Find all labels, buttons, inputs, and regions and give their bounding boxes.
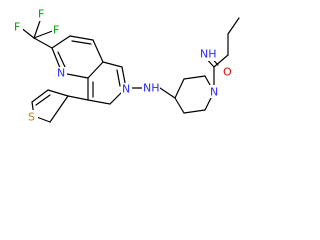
svg-text:N: N (210, 86, 218, 99)
bond (87, 99, 111, 105)
bond (67, 95, 89, 101)
svg-text:N: N (57, 67, 65, 80)
bond (227, 17, 240, 35)
bond (71, 40, 92, 45)
oxygen-atom: O (222, 66, 233, 79)
nitrogen-atom: N (121, 83, 132, 96)
bond (49, 95, 69, 123)
svg-text:O: O (223, 66, 232, 79)
amine-nh: NH (142, 82, 160, 95)
bond (174, 78, 185, 99)
svg-text:F: F (38, 8, 44, 21)
bond (116, 69, 121, 87)
bond (57, 51, 66, 68)
svg-text:NH: NH (200, 48, 217, 61)
bond (31, 89, 49, 103)
svg-text:F: F (14, 21, 20, 34)
bond (102, 61, 123, 68)
bond (174, 97, 185, 114)
svg-text:NH: NH (143, 82, 160, 95)
sulfur-atom: S (27, 110, 38, 124)
atom-labels: F F F N S N NH NH (13, 8, 233, 124)
bond (183, 75, 206, 80)
bond (51, 35, 71, 49)
nitrogen-atom: N (56, 67, 67, 80)
bond (183, 109, 206, 114)
svg-text:F: F (53, 24, 59, 37)
bond (92, 39, 104, 63)
fluorine-atom: F (37, 8, 47, 21)
piperidine-nitrogen: N (209, 85, 220, 99)
urea-nh: NH (199, 48, 217, 61)
bond (87, 61, 104, 79)
bond (33, 37, 53, 49)
bond (47, 89, 69, 97)
bond (69, 35, 94, 41)
bond (33, 29, 56, 39)
svg-text:N: N (122, 83, 130, 96)
molecule-structure: F F F N S N NH NH (13, 8, 240, 124)
bond (159, 87, 176, 99)
svg-text:S: S (28, 111, 35, 124)
fluorine-atom: F (52, 23, 62, 37)
bond (35, 94, 51, 106)
bond (213, 54, 229, 68)
fluorine-atom: F (13, 20, 23, 34)
